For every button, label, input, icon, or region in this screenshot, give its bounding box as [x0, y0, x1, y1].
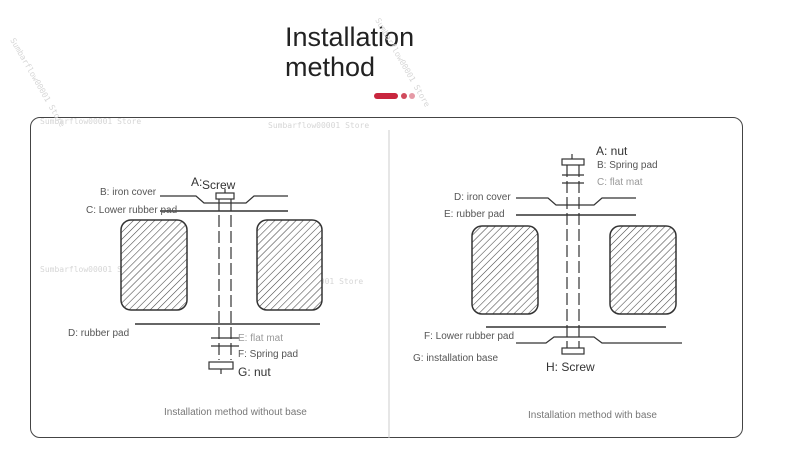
installation-base — [516, 336, 682, 344]
label-d: D: rubber pad — [68, 328, 129, 339]
label-g: G: nut — [238, 365, 271, 379]
caption-left: Installation method without base — [164, 407, 307, 418]
diagram-frame — [30, 117, 743, 438]
screw-head — [561, 347, 585, 355]
accent-dot-1 — [374, 93, 398, 99]
label-c: C: flat mat — [597, 177, 643, 188]
watermark: Sumbarflow00001 Store — [8, 37, 66, 129]
label-e: E: flat mat — [238, 333, 283, 344]
watermark: Sumbarflow00001 Store — [268, 121, 369, 130]
label-e: E: rubber pad — [444, 209, 505, 220]
label-b: B: Spring pad — [597, 160, 658, 171]
label-f: F: Spring pad — [238, 349, 298, 360]
watermark: Sumbarflow00001 Store — [373, 17, 431, 109]
label-screw: Screw — [202, 178, 236, 192]
left-diagram: A: Screw B: iron cover C: Lower rubber p… — [68, 175, 323, 418]
accent-dot-3 — [409, 93, 415, 99]
watermark-group: Sumbarflow00001 Store Sumbarflow00001 St… — [8, 17, 431, 287]
watermark: Sumbarflow00001 Store — [40, 265, 141, 274]
label-a: A: — [191, 175, 202, 189]
nut — [561, 158, 585, 166]
label-f: F: Lower rubber pad — [424, 331, 514, 342]
watermark: Sumbarflow00001 Store — [40, 117, 141, 126]
label-c: C: Lower rubber pad — [86, 205, 177, 216]
screw-head — [215, 192, 235, 200]
label-a: A: nut — [596, 144, 628, 158]
right-diagram: A: nut B: Spring pad C: flat mat D: iron… — [413, 144, 682, 421]
label-h: H: Screw — [546, 360, 595, 374]
nut — [208, 361, 234, 370]
caption-right: Installation method with base — [528, 410, 657, 421]
rubber-block-right — [256, 219, 323, 311]
label-g: G: installation base — [413, 353, 498, 364]
label-b: B: iron cover — [100, 187, 157, 198]
page-title: Installation method — [285, 22, 415, 82]
rubber-block-right — [609, 225, 677, 315]
rubber-block-left — [120, 219, 188, 311]
label-d: D: iron cover — [454, 192, 511, 203]
rubber-block-left — [471, 225, 539, 315]
iron-cover — [160, 195, 288, 204]
iron-cover — [516, 197, 636, 206]
accent-dot-2 — [401, 93, 407, 99]
